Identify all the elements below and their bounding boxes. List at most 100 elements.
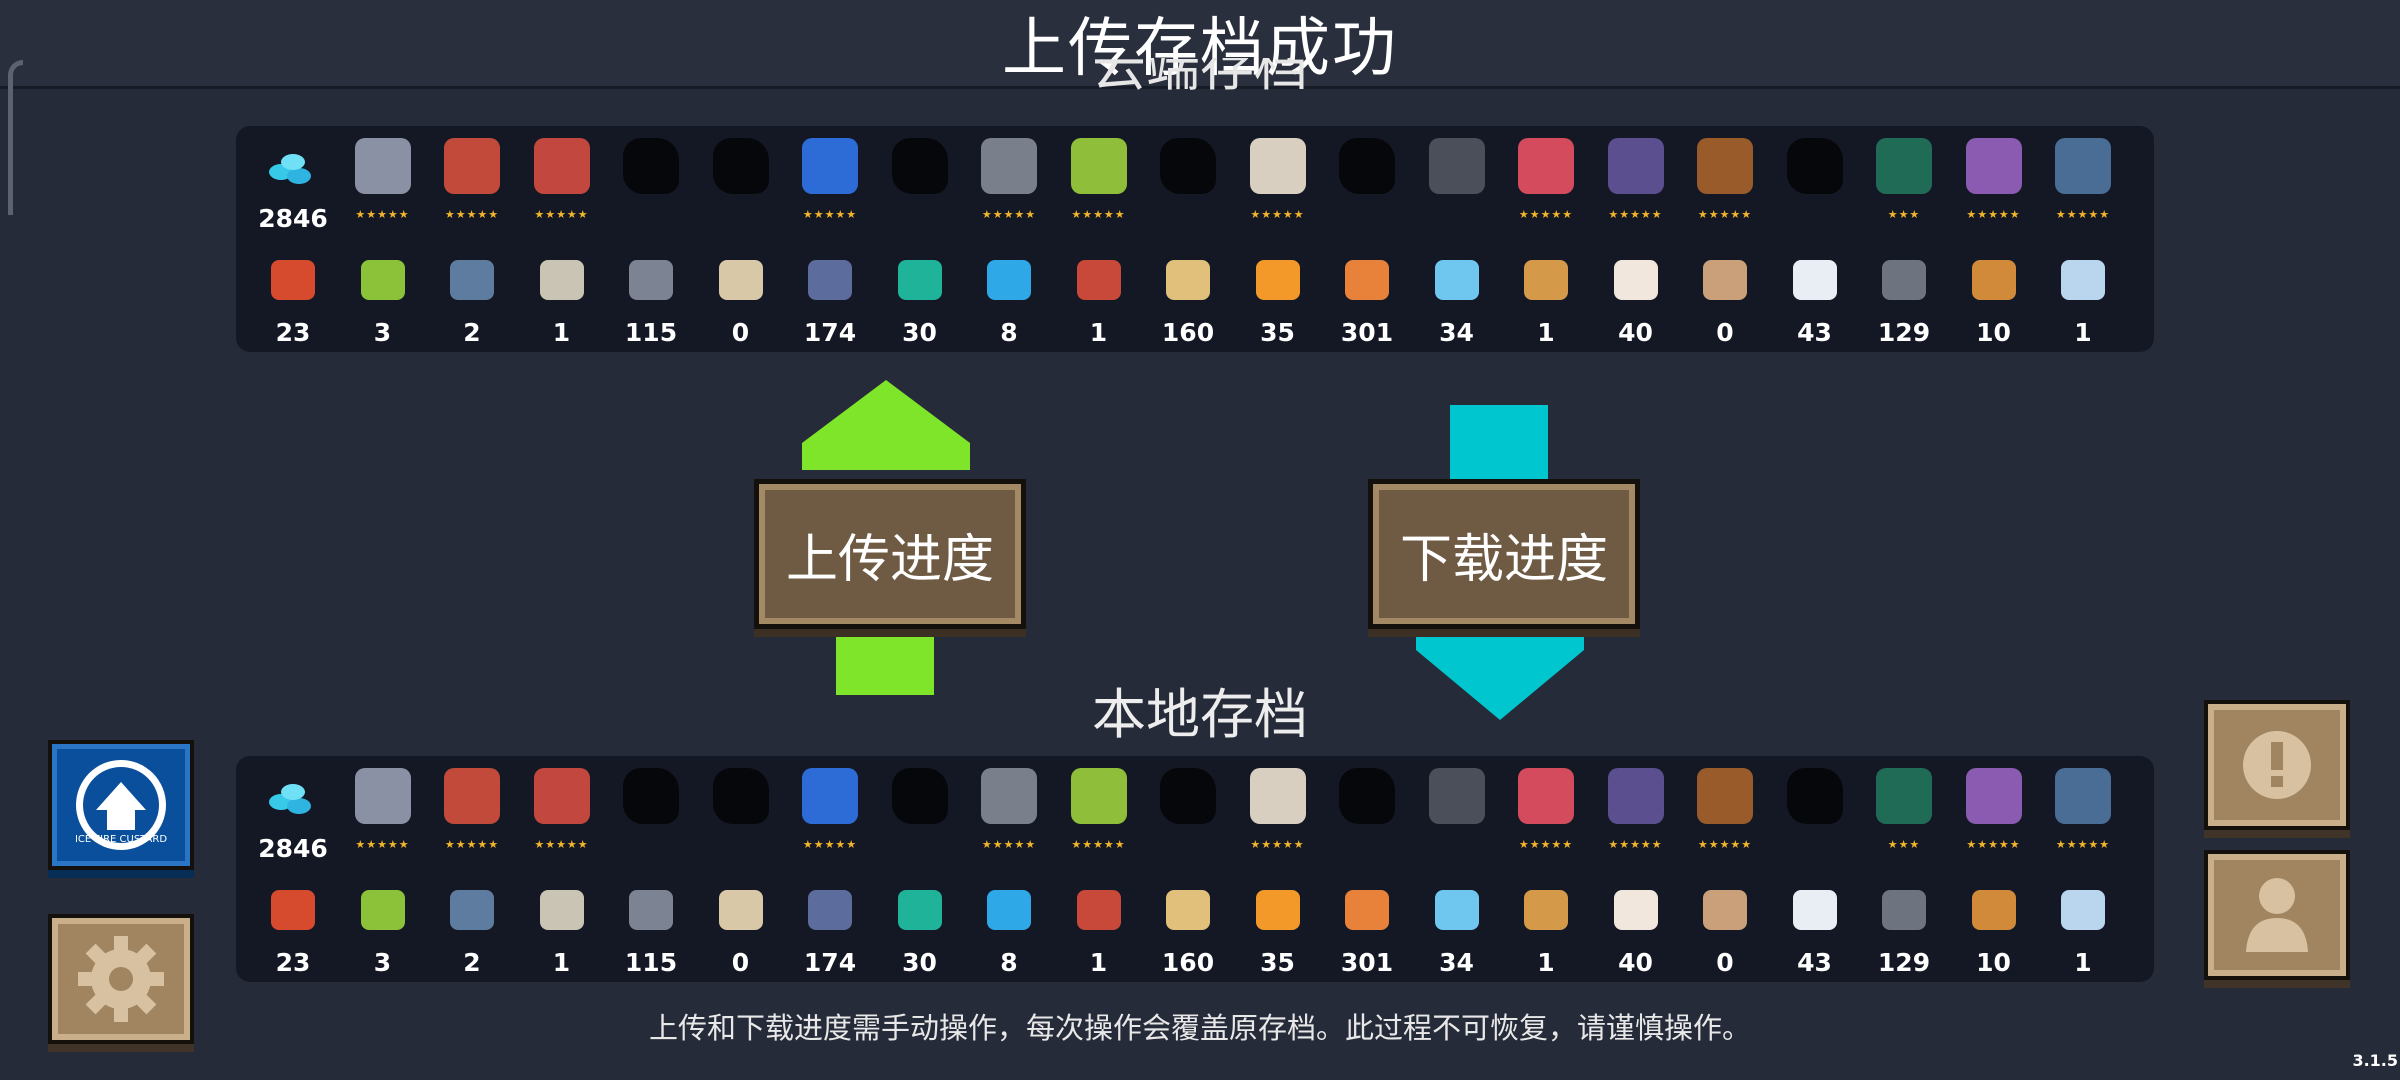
local-hero-slot[interactable] bbox=[1775, 760, 1855, 868]
leaf-icon bbox=[897, 260, 942, 300]
star-rating: ★★★★★ bbox=[1966, 838, 2021, 851]
local-hero-slot[interactable] bbox=[1148, 760, 1228, 868]
cloud-hero-slot[interactable] bbox=[611, 130, 691, 238]
local-hero-slot[interactable]: ★★★ bbox=[1864, 760, 1944, 868]
cloud-material-slot[interactable]: 8 bbox=[969, 244, 1049, 352]
star-rating: ★★★★★ bbox=[802, 208, 858, 221]
local-hero-slot[interactable]: ★★★★★ bbox=[969, 760, 1049, 868]
local-hero-slot[interactable]: ★★★★★ bbox=[2043, 760, 2123, 868]
local-hero-slot[interactable]: ★★★★★ bbox=[432, 760, 512, 868]
cloud-hero-slot[interactable]: ★★★★★ bbox=[522, 130, 602, 238]
cloud-material-slot[interactable]: 1 bbox=[1059, 244, 1139, 352]
local-material-slot[interactable]: 2 bbox=[432, 874, 512, 982]
cloud-hero-slot[interactable] bbox=[1417, 130, 1497, 238]
cloud-material-slot[interactable]: 129 bbox=[1864, 244, 1944, 352]
cloud-material-slot[interactable]: 0 bbox=[1685, 244, 1765, 352]
cloud-hero-slot[interactable]: ★★★★★ bbox=[790, 130, 870, 238]
cloud-material-slot[interactable]: 30 bbox=[880, 244, 960, 352]
local-material-slot[interactable]: 3 bbox=[343, 874, 423, 982]
material-count: 30 bbox=[902, 318, 937, 347]
local-material-slot[interactable]: 40 bbox=[1596, 874, 1676, 982]
cloud-hero-slot[interactable]: ★★★★★ bbox=[1238, 130, 1318, 238]
cloud-hero-slot[interactable]: ★★★ bbox=[1864, 130, 1944, 238]
cloud-material-slot[interactable]: 160 bbox=[1148, 244, 1228, 352]
local-material-slot[interactable]: 0 bbox=[701, 874, 781, 982]
local-material-slot[interactable]: 1 bbox=[522, 874, 602, 982]
robot-icon bbox=[802, 138, 858, 194]
cloud-material-slot[interactable]: 10 bbox=[1954, 244, 2034, 352]
local-hero-slot[interactable]: ★★★★★ bbox=[1238, 760, 1318, 868]
local-hero-slot[interactable] bbox=[611, 760, 691, 868]
local-hero-slot[interactable]: ★★★★★ bbox=[1685, 760, 1765, 868]
download-progress-button[interactable]: 下载进度 bbox=[1368, 479, 1640, 629]
local-hero-slot[interactable] bbox=[880, 760, 960, 868]
cloud-material-slot[interactable]: 1 bbox=[522, 244, 602, 352]
local-hero-slot[interactable]: ★★★★★ bbox=[522, 760, 602, 868]
cloud-material-slot[interactable]: 301 bbox=[1327, 244, 1407, 352]
upload-progress-button[interactable]: 上传进度 bbox=[754, 479, 1026, 629]
cloud-material-slot[interactable]: 174 bbox=[790, 244, 870, 352]
local-hero-slot[interactable]: ★★★★★ bbox=[1059, 760, 1139, 868]
cloud-hero-slot[interactable]: ★★★★★ bbox=[969, 130, 1049, 238]
local-hero-slot[interactable] bbox=[1327, 760, 1407, 868]
local-material-slot[interactable]: 129 bbox=[1864, 874, 1944, 982]
feedback-button[interactable] bbox=[2204, 700, 2350, 830]
local-material-slot[interactable]: 10 bbox=[1954, 874, 2034, 982]
cloud-material-slot[interactable]: 43 bbox=[1775, 244, 1855, 352]
cloud-material-slot[interactable]: 0 bbox=[701, 244, 781, 352]
local-material-slot[interactable]: 30 bbox=[880, 874, 960, 982]
local-material-slot[interactable]: 160 bbox=[1148, 874, 1228, 982]
cloud-material-slot[interactable]: 2 bbox=[432, 244, 512, 352]
account-button[interactable] bbox=[2204, 850, 2350, 980]
cloud-material-slot[interactable]: 115 bbox=[611, 244, 691, 352]
cloud-hero-slot[interactable]: ★★★★★ bbox=[2043, 130, 2123, 238]
shell-icon bbox=[1971, 890, 2016, 930]
cloud-hero-slot[interactable]: ★★★★★ bbox=[1954, 130, 2034, 238]
local-material-slot[interactable]: 1 bbox=[2043, 874, 2123, 982]
local-material-slot[interactable]: 301 bbox=[1327, 874, 1407, 982]
cloud-material-slot[interactable]: 3 bbox=[343, 244, 423, 352]
star-rating: ★★★★★ bbox=[2055, 838, 2111, 851]
local-material-slot[interactable]: 1 bbox=[1059, 874, 1139, 982]
local-hero-slot[interactable]: ★★★★★ bbox=[343, 760, 423, 868]
cloud-hero-slot[interactable]: ★★★★★ bbox=[432, 130, 512, 238]
settings-button[interactable] bbox=[48, 914, 194, 1044]
cloud-hero-slot[interactable] bbox=[1327, 130, 1407, 238]
cloud-material-slot[interactable]: 1 bbox=[2043, 244, 2123, 352]
cloud-hero-slot[interactable] bbox=[880, 130, 960, 238]
cloud-material-slot[interactable]: 23 bbox=[253, 244, 333, 352]
cloud-hero-slot[interactable]: ★★★★★ bbox=[343, 130, 423, 238]
local-hero-slot[interactable]: ★★★★★ bbox=[1596, 760, 1676, 868]
cloud-hero-slot[interactable]: ★★★★★ bbox=[1685, 130, 1765, 238]
material-count: 43 bbox=[1797, 948, 1832, 977]
cloud-hero-slot[interactable]: ★★★★★ bbox=[1059, 130, 1139, 238]
cloud-material-slot[interactable]: 35 bbox=[1238, 244, 1318, 352]
berserker-icon bbox=[1518, 768, 1574, 824]
developer-logo-button[interactable]: ICE FIRE CUSTARD bbox=[48, 740, 194, 870]
cloud-hero-slot[interactable] bbox=[1775, 130, 1855, 238]
cloud-material-slot[interactable]: 40 bbox=[1596, 244, 1676, 352]
local-hero-slot[interactable] bbox=[701, 760, 781, 868]
toast-banner: 上传存档成功 bbox=[0, 0, 2400, 89]
local-material-slot[interactable]: 8 bbox=[969, 874, 1049, 982]
local-hero-slot[interactable]: ★★★★★ bbox=[1954, 760, 2034, 868]
material-count: 160 bbox=[1161, 318, 1215, 347]
local-material-slot[interactable]: 115 bbox=[611, 874, 691, 982]
cloud-hero-slot[interactable]: ★★★★★ bbox=[1506, 130, 1586, 238]
local-material-slot[interactable]: 1 bbox=[1506, 874, 1586, 982]
cloud-hero-slot[interactable] bbox=[1148, 130, 1228, 238]
local-material-slot[interactable]: 0 bbox=[1685, 874, 1765, 982]
local-material-slot[interactable]: 34 bbox=[1417, 874, 1497, 982]
local-material-slot[interactable]: 43 bbox=[1775, 874, 1855, 982]
cloud-material-slot[interactable]: 1 bbox=[1506, 244, 1586, 352]
local-hero-slot[interactable]: ★★★★★ bbox=[1506, 760, 1586, 868]
cloud-hero-slot[interactable] bbox=[701, 130, 781, 238]
local-material-slot[interactable]: 35 bbox=[1238, 874, 1318, 982]
local-hero-slot[interactable] bbox=[1417, 760, 1497, 868]
local-material-slot[interactable]: 23 bbox=[253, 874, 333, 982]
local-material-slot[interactable]: 174 bbox=[790, 874, 870, 982]
feather-blue-icon bbox=[987, 890, 1031, 930]
local-hero-slot[interactable]: ★★★★★ bbox=[790, 760, 870, 868]
cloud-hero-slot[interactable]: ★★★★★ bbox=[1596, 130, 1676, 238]
cloud-material-slot[interactable]: 34 bbox=[1417, 244, 1497, 352]
